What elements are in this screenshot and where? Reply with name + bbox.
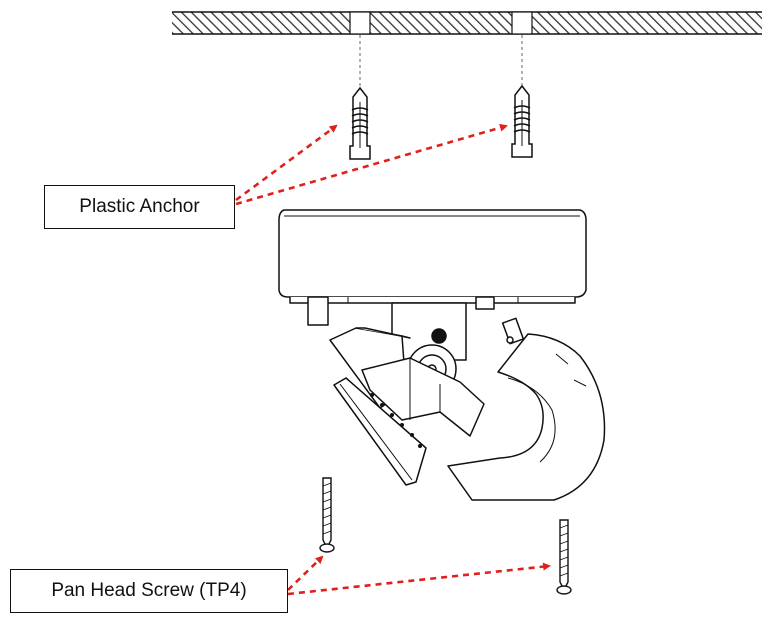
plastic-anchor-icon (349, 86, 371, 160)
arrow-to-screw-right (287, 562, 551, 596)
pan-head-screw-icon (319, 477, 335, 553)
alignment-lines (359, 35, 523, 88)
pointer-arrows (235, 123, 551, 596)
plastic-anchor-label: Plastic Anchor (44, 185, 235, 229)
pan-head-screw-icon (556, 519, 572, 595)
arrow-to-anchor-left (235, 124, 338, 202)
arrow-to-screw-left (287, 555, 324, 591)
plastic-anchor-icon (511, 84, 533, 158)
pan-head-screw-label: Pan Head Screw (TP4) (10, 569, 288, 613)
ceiling-hole-left (349, 11, 371, 35)
arrow-to-anchor-right (235, 123, 508, 206)
dome-camera-icon (278, 209, 606, 501)
ceiling (172, 11, 762, 35)
ceiling-hole-right (511, 11, 533, 35)
